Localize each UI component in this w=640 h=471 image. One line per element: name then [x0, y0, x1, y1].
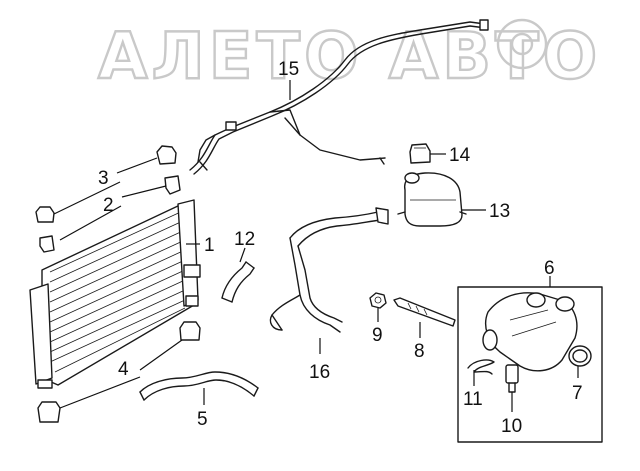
- thermostat-kit-box: [457, 286, 603, 443]
- lower-radiator-hose: [139, 371, 259, 401]
- callout-16: 16: [309, 362, 330, 383]
- callout-7: 7: [572, 383, 583, 404]
- watermark-logo: АЛЕТО АВТО: [97, 18, 601, 95]
- callout-9: 9: [372, 325, 383, 346]
- retaining-clip: [467, 359, 495, 375]
- callout-15: 15: [278, 59, 299, 80]
- watermark-text: АЛЕТО АВТО: [98, 20, 601, 94]
- callout-11: 11: [463, 389, 483, 410]
- callout-2: 2: [103, 195, 114, 216]
- callout-3: 3: [98, 168, 109, 189]
- callout-12: 12: [234, 229, 255, 250]
- upper-bracket: [39, 175, 181, 253]
- callout-5: 5: [197, 409, 208, 430]
- stud-bolt: [393, 297, 456, 327]
- upper-mount-bushing: [35, 145, 177, 223]
- reservoir-cap: [409, 143, 431, 164]
- callout-14: 14: [449, 145, 471, 166]
- callout-4: 4: [118, 359, 129, 380]
- hex-nut: [369, 292, 387, 309]
- bypass-hose: [221, 261, 255, 303]
- radiator: [29, 199, 201, 389]
- callout-labels: 1 2 3 4 5 6 7 8 9 10 11 12 13 14 15 16: [98, 59, 583, 437]
- leader-lines: [53, 80, 579, 412]
- callout-13: 13: [489, 201, 510, 222]
- overflow-hose: [269, 207, 389, 333]
- callout-8: 8: [414, 341, 425, 362]
- callout-10: 10: [501, 416, 522, 437]
- temperature-sensor: [505, 364, 519, 393]
- o-ring: [568, 345, 592, 367]
- expansion-tank: [397, 172, 467, 227]
- ac-line-assembly: [189, 19, 489, 175]
- callout-1: 1: [204, 235, 215, 256]
- callout-6: 6: [544, 258, 555, 279]
